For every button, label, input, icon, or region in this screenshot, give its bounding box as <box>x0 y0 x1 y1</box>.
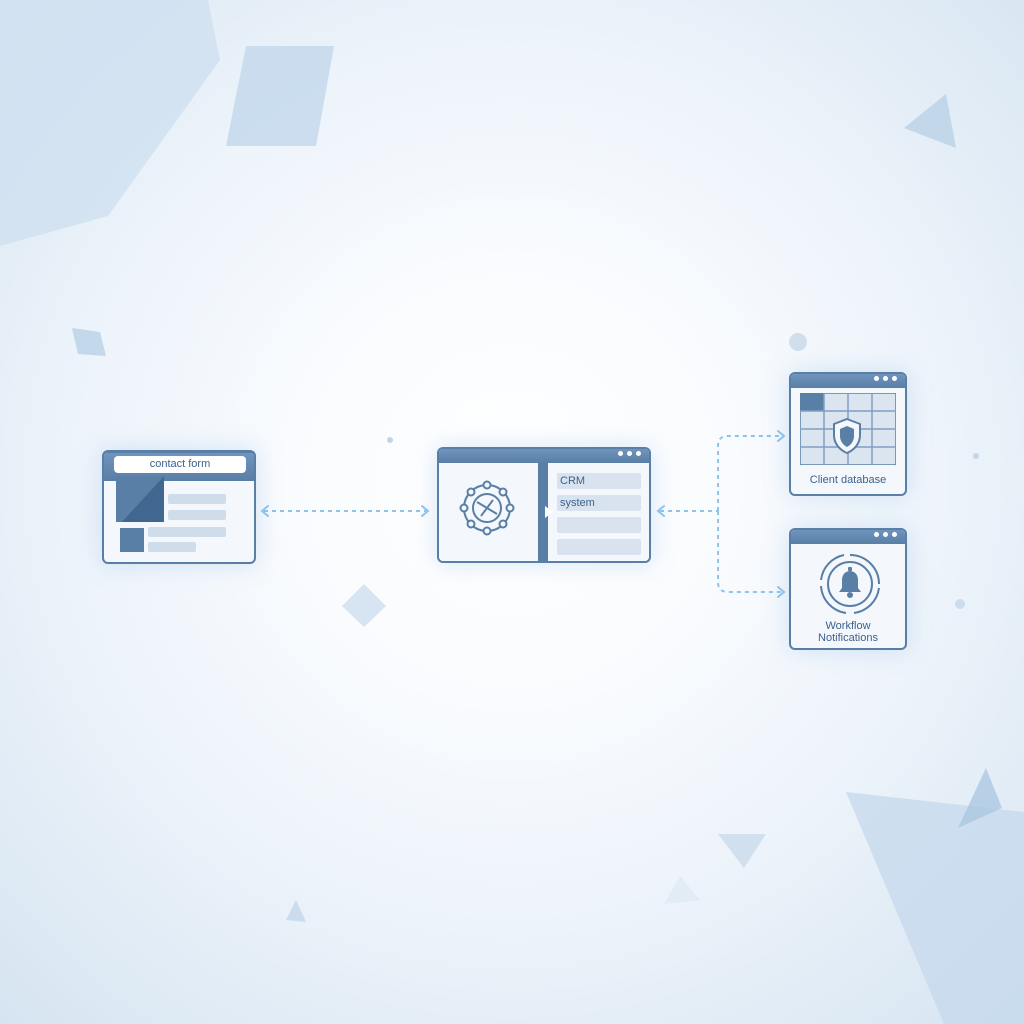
form-field <box>168 510 226 520</box>
client-database-window: Client database <box>789 372 907 496</box>
form-image-icon <box>116 476 164 522</box>
form-field <box>148 542 196 552</box>
workflow-label-line1: Workflow <box>825 620 871 632</box>
crm-blank-row <box>557 539 641 555</box>
network-gear-icon <box>459 480 515 536</box>
crm-system-window: CRM system <box>437 447 651 563</box>
crm-titlebar <box>439 449 649 463</box>
contact-form-label: contact form <box>114 456 246 473</box>
crm-title-line: CRM <box>557 473 641 489</box>
shield-icon <box>833 418 861 454</box>
window-controls <box>874 532 897 537</box>
form-field <box>148 527 226 537</box>
workflow-notifications-label: Workflow Notifications <box>791 620 905 644</box>
crm-subtitle-line: system <box>557 495 641 511</box>
client-database-label: Client database <box>809 474 887 486</box>
window-controls <box>874 376 897 381</box>
chevron-right-icon <box>545 506 553 518</box>
window-controls <box>618 451 641 456</box>
bell-icon <box>820 554 880 614</box>
contact-form-window: contact form <box>102 450 256 564</box>
workflow-label-line2: Notifications <box>818 632 878 644</box>
wf-titlebar <box>791 530 905 544</box>
db-titlebar <box>791 374 905 388</box>
form-checkbox-icon <box>120 528 144 552</box>
form-field <box>168 494 226 504</box>
workflow-notifications-window: Workflow Notifications <box>789 528 907 650</box>
crm-blank-row <box>557 517 641 533</box>
crm-divider <box>538 463 548 561</box>
